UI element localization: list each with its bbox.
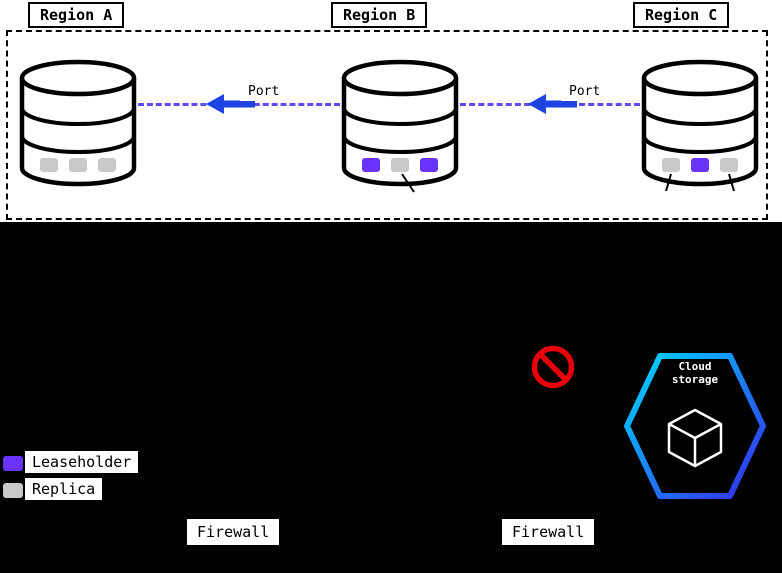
leaseholder-swatch: [3, 456, 23, 471]
replica-square: [391, 158, 409, 172]
port-label-b-c: Port: [561, 82, 609, 101]
database-band: [342, 107, 458, 126]
database-band: [342, 135, 458, 154]
callout-line: [665, 173, 672, 192]
region-b-label: Region B: [331, 2, 428, 28]
firewall-label-1: Firewall: [187, 519, 280, 545]
database-top: [341, 59, 459, 97]
arrow-head: [528, 94, 546, 114]
database-icon: [19, 78, 137, 187]
port-label-a-b: Port: [240, 82, 288, 101]
callout-line: [401, 173, 415, 193]
cloud-storage-label: Cloud storage: [671, 360, 719, 386]
database-region-a: [19, 59, 137, 187]
cube-icon: [667, 408, 723, 468]
callout-line: [728, 173, 735, 192]
replica-square: [720, 158, 738, 172]
database-top: [641, 59, 759, 97]
replica-square: [98, 158, 116, 172]
no-access-circle: [531, 345, 575, 389]
database-top: [19, 59, 137, 97]
database-icon: [341, 78, 459, 187]
replica-swatch-square: [3, 483, 23, 498]
no-access-icon: [531, 345, 575, 389]
replica-square: [69, 158, 87, 172]
arrow-head: [206, 94, 224, 114]
cloud-storage-hexagon: [624, 353, 766, 499]
leaseholder-square: [691, 158, 709, 172]
region-a-label: Region A: [28, 2, 125, 28]
database-band: [642, 107, 758, 126]
leaseholder-square: [420, 158, 438, 172]
legend-leaseholder-label: Leaseholder: [25, 451, 139, 473]
database-icon: [641, 78, 759, 187]
port-arrow-icon: [206, 94, 255, 114]
database-region-b: [341, 59, 459, 193]
leaseholder-swatch-square: [3, 456, 23, 471]
no-access-slash: [538, 352, 568, 382]
firewall-label-2: Firewall: [502, 519, 595, 545]
region-c-label: Region C: [633, 2, 730, 28]
database-band: [642, 135, 758, 154]
replica-swatch: [3, 483, 23, 498]
leaseholder-square: [362, 158, 380, 172]
legend-replica-label: Replica: [25, 478, 103, 500]
hexagon-border: [624, 353, 766, 499]
replica-square: [662, 158, 680, 172]
database-region-c: [641, 59, 759, 192]
database-band: [20, 135, 136, 154]
regions-boundary: [6, 30, 768, 220]
database-band: [20, 107, 136, 126]
replica-square: [40, 158, 58, 172]
port-arrow-icon: [528, 94, 577, 114]
